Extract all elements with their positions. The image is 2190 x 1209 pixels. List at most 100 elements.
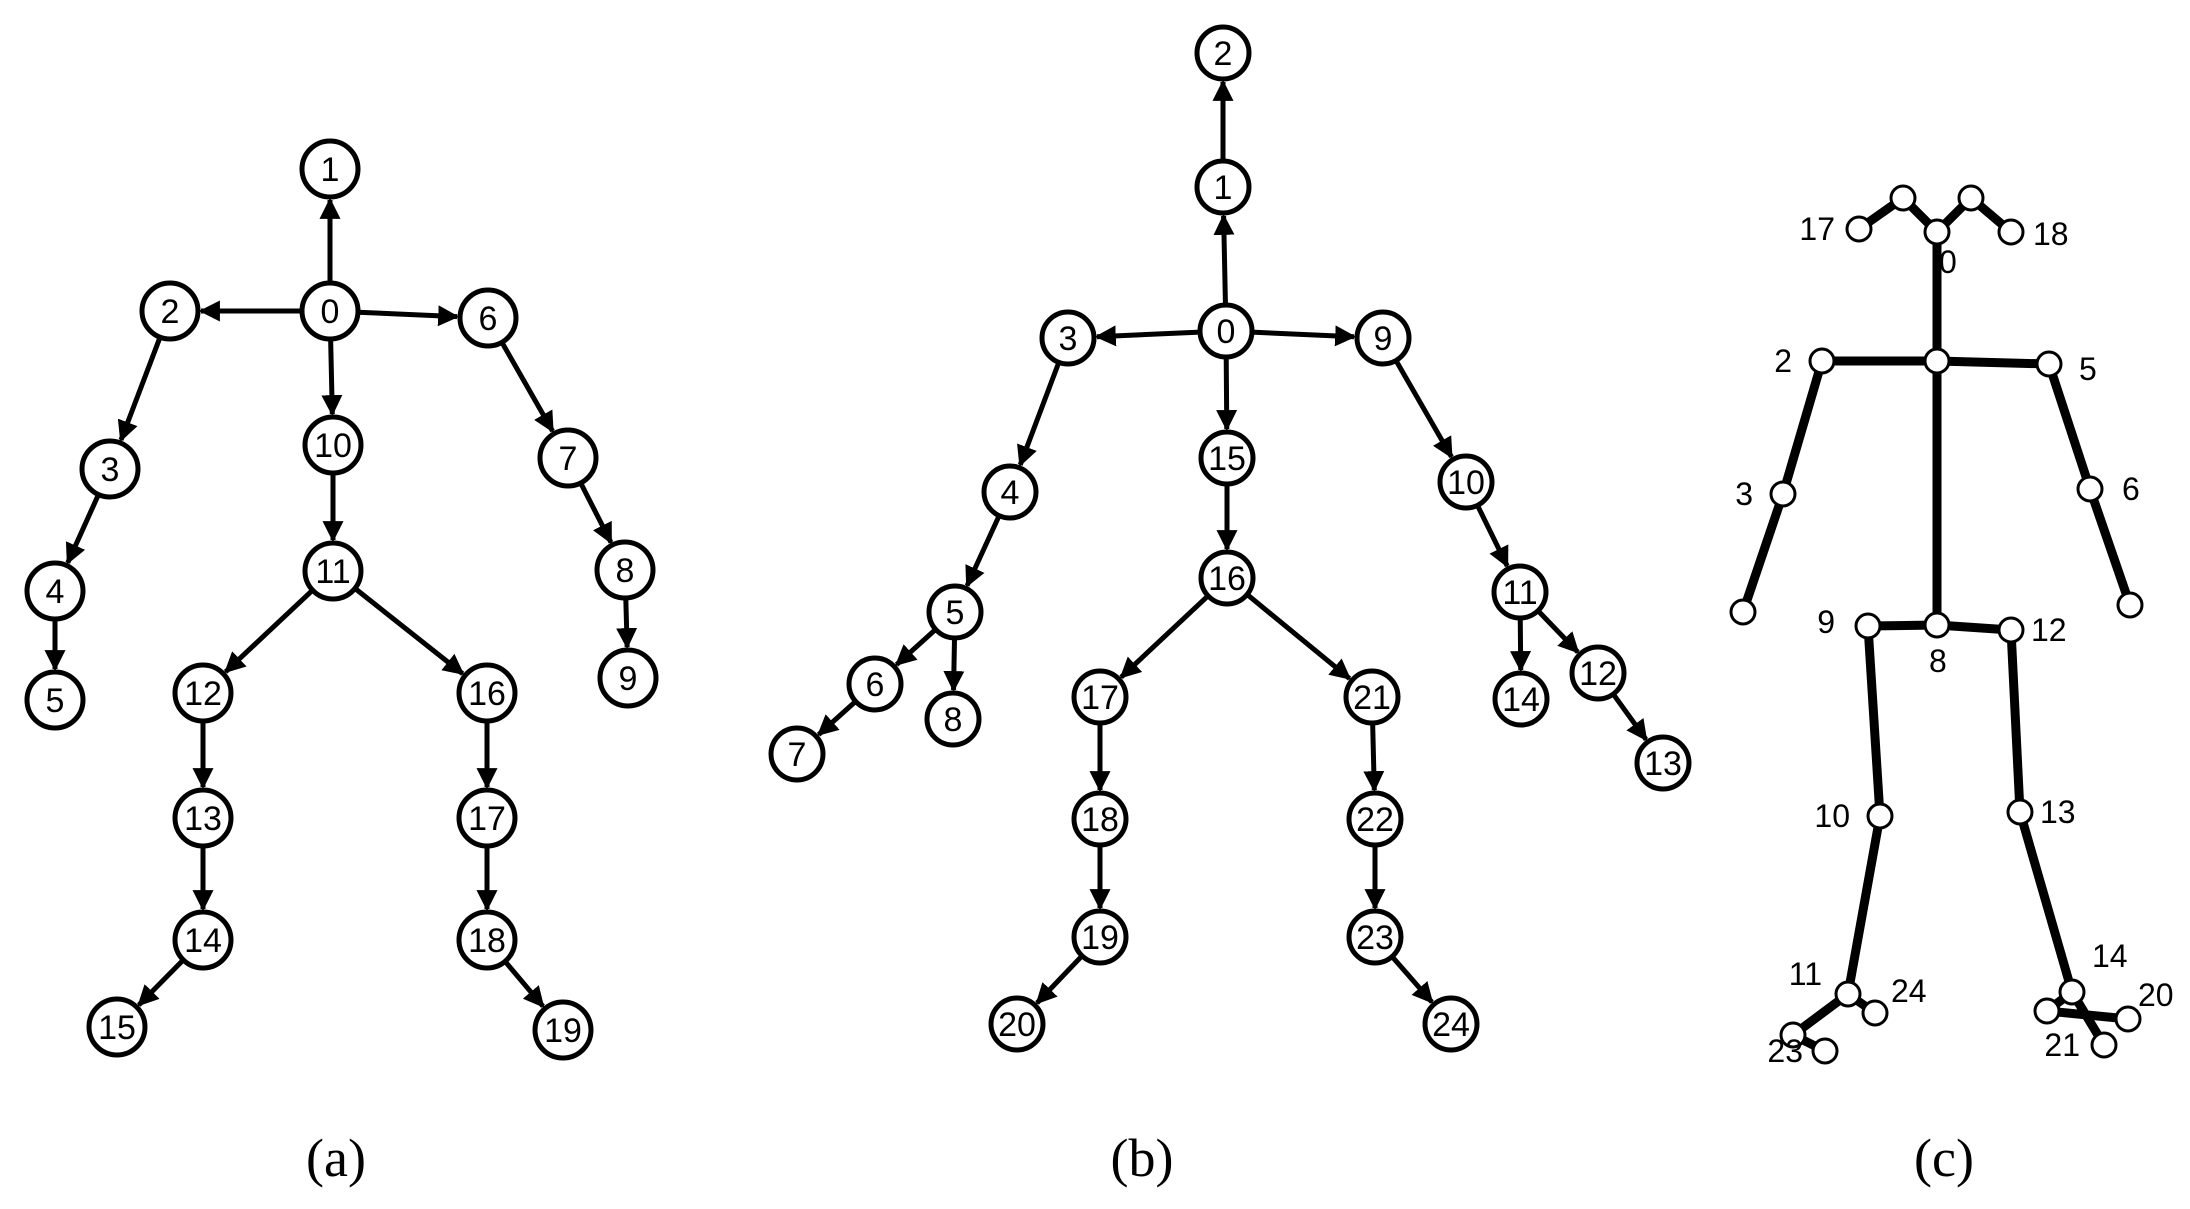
node-label: 4 (1001, 474, 1020, 512)
node-circle (456, 662, 518, 724)
joint-18 (1997, 218, 2025, 246)
caption-c: (c) (1914, 1128, 1974, 1188)
joint-5 (2035, 350, 2063, 378)
node-circle (1437, 453, 1495, 511)
joint-label-13: 13 (2040, 794, 2076, 830)
bone-1-5 (1932, 356, 2054, 369)
node-label: 1 (1214, 169, 1233, 207)
joint-22 (1779, 1021, 1807, 1049)
node-label: 18 (468, 922, 506, 960)
joint-label-10: 10 (1814, 798, 1850, 834)
node-circle (86, 996, 148, 1058)
graph-node: 14 (1492, 670, 1550, 728)
node-label: 24 (1432, 1006, 1470, 1044)
edge-11-to-12 (223, 588, 315, 674)
joint-label-12: 12 (2031, 612, 2067, 648)
node-circle (1346, 790, 1404, 848)
node-label: 13 (1644, 745, 1682, 783)
graph-node: 3 (79, 438, 141, 500)
node-circle (768, 725, 826, 783)
node-circle (456, 909, 518, 971)
graph-node: 1 (299, 138, 361, 200)
joint-20 (2114, 1005, 2142, 1033)
node-label: 5 (46, 682, 65, 720)
joint-15 (1889, 184, 1917, 212)
joint-11 (1834, 980, 1862, 1008)
bone-5-6 (2044, 359, 2095, 494)
joint-label-3: 3 (1735, 476, 1753, 512)
node-label: 14 (1502, 681, 1540, 719)
edge-5-to-6 (894, 627, 938, 667)
joint-6 (2076, 475, 2104, 503)
joint-label-8: 8 (1929, 643, 1947, 679)
graph-node: 9 (597, 647, 659, 709)
graph-node: 19 (1071, 908, 1129, 966)
node-label: 18 (1081, 801, 1119, 839)
graph-node: 7 (768, 725, 826, 783)
node-label: 12 (1579, 655, 1617, 693)
node-circle (1354, 309, 1412, 367)
edge-11-to-16 (353, 586, 465, 676)
node-circle (302, 414, 364, 476)
node-circle (1071, 908, 1129, 966)
node-label: 7 (788, 736, 807, 774)
graph-node: 2 (1194, 24, 1252, 82)
node-label: 6 (479, 300, 498, 338)
edge-3-to-4 (65, 493, 101, 565)
panel-b-edges (816, 79, 1649, 1005)
node-circle (594, 539, 656, 601)
joint-16 (1957, 184, 1985, 212)
joint-label-11: 11 (1789, 956, 1822, 992)
node-circle (172, 662, 234, 724)
edge-3-to-4 (1017, 361, 1062, 467)
node-circle (1422, 995, 1480, 1053)
node-label: 0 (321, 293, 340, 331)
joint-9 (1854, 612, 1882, 640)
node-circle (1634, 734, 1692, 792)
node-circle (139, 280, 201, 342)
bone-12-13 (2006, 625, 2025, 817)
graph-node: 10 (302, 414, 364, 476)
edge-11-to-12 (1536, 608, 1580, 654)
joint-3 (1769, 480, 1797, 508)
node-circle (924, 690, 982, 748)
node-label: 10 (314, 427, 352, 465)
edge-5-to-8 (943, 637, 965, 693)
joint-label-17: 17 (1799, 211, 1835, 247)
edge-7-to-8 (578, 481, 614, 545)
node-circle (846, 655, 904, 713)
node-label: 9 (1374, 320, 1393, 358)
edge-9-to-10 (1393, 359, 1454, 459)
joint-7 (2116, 591, 2144, 619)
node-circle (1071, 668, 1129, 726)
joint-24 (1861, 999, 1889, 1027)
graph-node: 0 (1197, 302, 1255, 360)
node-label: 11 (1502, 574, 1537, 612)
graph-node: 23 (1346, 908, 1404, 966)
node-label: 12 (184, 675, 222, 713)
edge-6-to-7 (499, 341, 555, 433)
node-label: 11 (315, 553, 350, 591)
bone-3-4 (1738, 489, 1788, 617)
node-circle (537, 427, 599, 489)
joint-4 (1729, 598, 1757, 626)
edge-2-to-3 (117, 336, 163, 442)
node-label: 20 (998, 1006, 1036, 1044)
graph-node: 4 (981, 463, 1039, 521)
graph-node: 13 (172, 787, 234, 849)
node-label: 22 (1356, 801, 1394, 839)
bone-13-14 (2015, 807, 2077, 997)
graph-node: 6 (846, 655, 904, 713)
node-label: 23 (1356, 919, 1394, 957)
joint-19 (2033, 997, 2061, 1025)
node-label: 16 (468, 675, 506, 713)
node-circle (172, 909, 234, 971)
node-circle (1491, 563, 1549, 621)
node-circle (1569, 644, 1627, 702)
graph-node: 15 (1198, 429, 1256, 487)
node-label: 7 (559, 440, 578, 478)
joint-label-14: 14 (2092, 938, 2128, 974)
edge-0-to-3 (1094, 325, 1201, 347)
